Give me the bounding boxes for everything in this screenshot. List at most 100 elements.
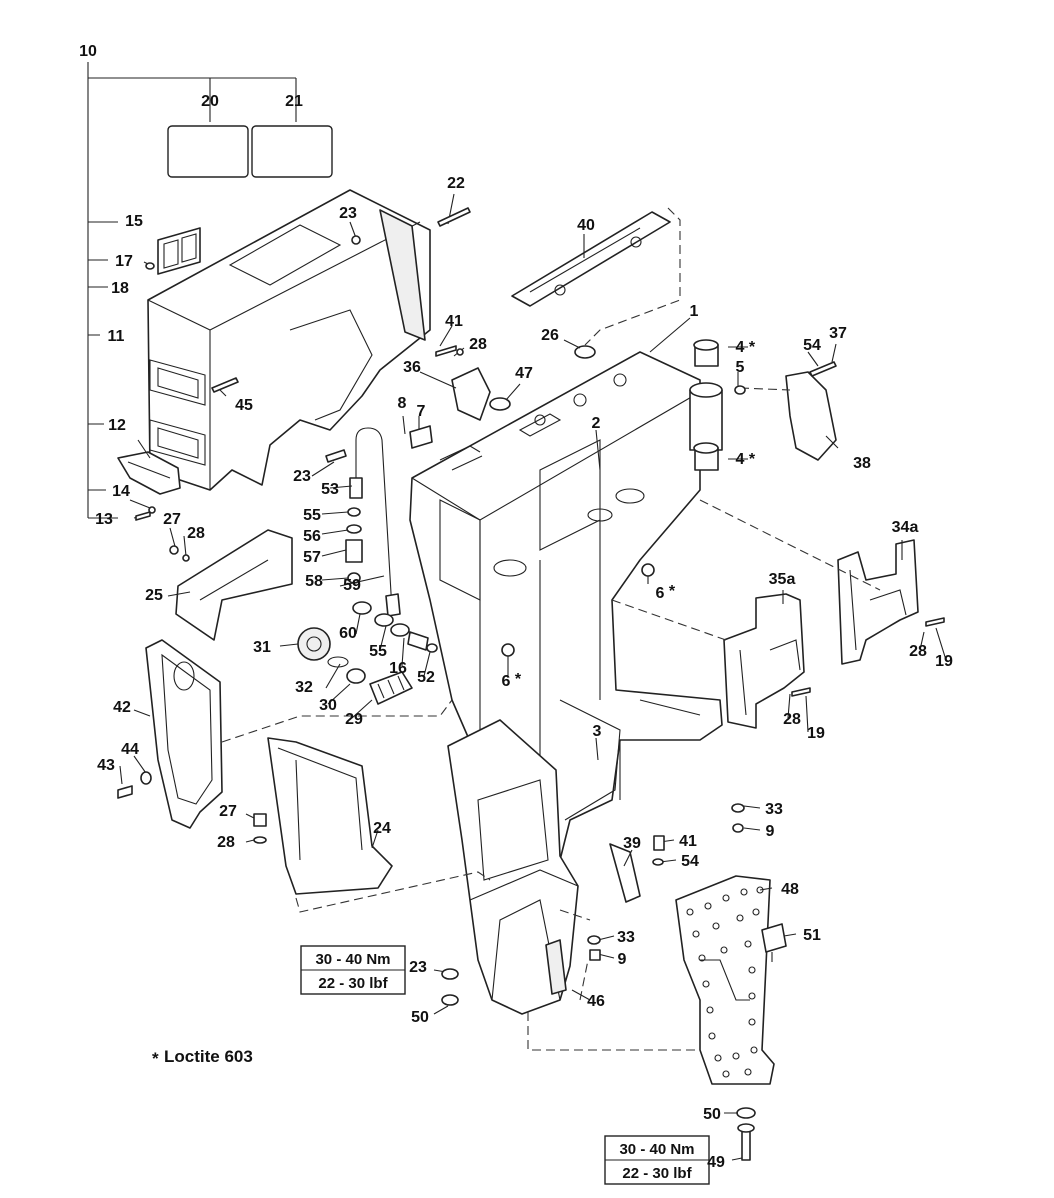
callout-53: 53 bbox=[321, 481, 339, 498]
callout-14: 14 bbox=[112, 483, 130, 500]
footnote-text: Loctite 603 bbox=[164, 1047, 253, 1066]
callout-4-star: * bbox=[749, 339, 756, 356]
torque-bottom-line1: 30 - 40 Nm bbox=[619, 1141, 694, 1158]
callout-56: 56 bbox=[303, 528, 321, 545]
callout-46: 46 bbox=[587, 993, 605, 1010]
callout-37: 37 bbox=[829, 325, 847, 342]
callout-7: 7 bbox=[417, 403, 426, 420]
guard-plate-42 bbox=[145, 639, 223, 829]
callout-33-lower: 33 bbox=[617, 929, 635, 946]
callout-24: 24 bbox=[373, 820, 391, 837]
mounting-plate-48 bbox=[675, 875, 775, 1085]
callout-5: 5 bbox=[736, 359, 745, 376]
callout-51: 51 bbox=[803, 927, 821, 944]
small-hardware bbox=[117, 207, 945, 1006]
plate-bolt-holes bbox=[686, 886, 764, 1078]
callout-39: 39 bbox=[623, 835, 641, 852]
callout-36: 36 bbox=[403, 359, 421, 376]
callout-54: 54 bbox=[803, 337, 821, 354]
callout-6-mid-star: * bbox=[515, 671, 522, 688]
bushing-4b bbox=[693, 442, 719, 471]
callout-43: 43 bbox=[97, 757, 115, 774]
callout-47: 47 bbox=[515, 365, 533, 382]
footnote-star: * bbox=[152, 1049, 159, 1068]
callout-17: 17 bbox=[115, 253, 133, 270]
callout-41-lower: 41 bbox=[679, 833, 697, 850]
plug-26 bbox=[574, 345, 596, 359]
callout-32: 32 bbox=[295, 679, 313, 696]
callout-6: 6 bbox=[656, 585, 665, 602]
callout-52: 52 bbox=[417, 669, 435, 686]
callout-28-lower: 28 bbox=[217, 834, 235, 851]
dashed-reference-lines bbox=[221, 207, 881, 1051]
callout-21: 21 bbox=[285, 93, 303, 110]
callout-16: 16 bbox=[389, 660, 407, 677]
callout-6-mid: 6 bbox=[502, 673, 511, 690]
callout-27: 27 bbox=[163, 511, 181, 528]
seal-stack-55-58 bbox=[345, 507, 363, 584]
callout-22: 22 bbox=[447, 175, 465, 192]
callout-33: 33 bbox=[765, 801, 783, 818]
callout-28-right-lower: 28 bbox=[783, 711, 801, 728]
callout-19: 19 bbox=[935, 653, 953, 670]
callout-45: 45 bbox=[235, 397, 253, 414]
callout-labels: 10 20 21 22 23 15 17 18 11 45 12 14 13 4… bbox=[79, 43, 953, 1171]
callout-20: 20 bbox=[201, 93, 219, 110]
callout-9: 9 bbox=[766, 823, 775, 840]
callout-41: 41 bbox=[445, 313, 463, 330]
callout-4: 4 bbox=[736, 339, 745, 356]
callout-55-lower: 55 bbox=[369, 643, 387, 660]
callout-35a: 35a bbox=[769, 571, 796, 588]
callout-6-star: * bbox=[669, 583, 676, 600]
callout-55: 55 bbox=[303, 507, 321, 524]
callout-44: 44 bbox=[121, 741, 139, 758]
hinge-post-4 bbox=[689, 382, 723, 451]
callout-4-lower: 4 bbox=[736, 451, 745, 468]
latch-12 bbox=[117, 451, 181, 495]
callout-23-mid: 23 bbox=[293, 468, 311, 485]
callout-60: 60 bbox=[339, 625, 357, 642]
bracket-38 bbox=[785, 371, 837, 461]
callout-18: 18 bbox=[111, 280, 129, 297]
callout-59: 59 bbox=[343, 577, 361, 594]
upper-cover-housing-11 bbox=[147, 189, 431, 491]
callout-54-lower: 54 bbox=[681, 853, 699, 870]
label-decal-20 bbox=[167, 125, 249, 178]
callout-48: 48 bbox=[781, 881, 799, 898]
guard-34a bbox=[837, 539, 919, 665]
callout-50-lower: 50 bbox=[703, 1106, 721, 1123]
main-frame-1 bbox=[409, 351, 723, 901]
wedge-39 bbox=[609, 843, 641, 903]
label-decal-21 bbox=[251, 125, 333, 178]
callout-34a: 34a bbox=[892, 519, 919, 536]
callout-13: 13 bbox=[95, 511, 113, 528]
sensor-51 bbox=[761, 923, 787, 962]
callout-28: 28 bbox=[469, 336, 487, 353]
callout-2: 2 bbox=[592, 415, 601, 432]
leader-lines bbox=[119, 193, 947, 1161]
callout-11: 11 bbox=[108, 328, 125, 345]
bushing-4a bbox=[693, 339, 719, 367]
callout-23: 23 bbox=[339, 205, 357, 222]
callout-38: 38 bbox=[853, 455, 871, 472]
callout-9-lower: 9 bbox=[618, 951, 627, 968]
callout-40: 40 bbox=[577, 217, 595, 234]
callout-31: 31 bbox=[253, 639, 271, 656]
callout-4-lower-star: * bbox=[749, 451, 756, 468]
clip-bracket-15 bbox=[157, 227, 201, 275]
torque-top-line1: 30 - 40 Nm bbox=[315, 951, 390, 968]
callout-29: 29 bbox=[345, 711, 363, 728]
callout-23-lower: 23 bbox=[409, 959, 427, 976]
torque-bottom-line2: 22 - 30 lbf bbox=[622, 1165, 692, 1182]
callout-8: 8 bbox=[398, 395, 407, 412]
callout-25: 25 bbox=[145, 587, 163, 604]
lower-housing-46 bbox=[447, 719, 579, 1015]
callout-42: 42 bbox=[113, 699, 131, 716]
hose-assembly-59 bbox=[349, 427, 401, 617]
plate-7 bbox=[409, 425, 433, 449]
mount-36 bbox=[451, 367, 491, 421]
guard-plate-24 bbox=[267, 737, 393, 895]
guard-35a bbox=[723, 593, 805, 729]
